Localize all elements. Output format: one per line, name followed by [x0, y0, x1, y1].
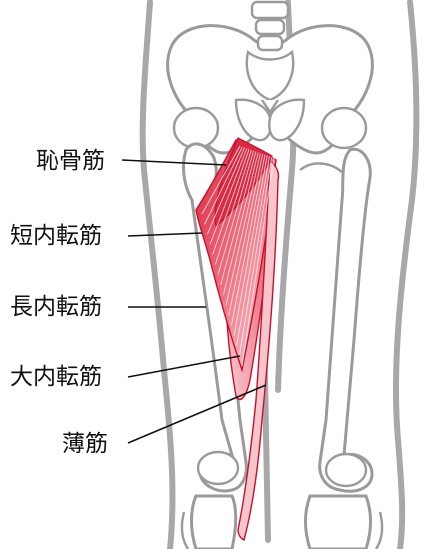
- label-adductor-magnus: 大内転筋: [10, 364, 102, 390]
- muscle-fiber: [238, 157, 273, 356]
- right-femur: [299, 147, 374, 493]
- label-adductor-longus: 長内転筋: [10, 294, 102, 320]
- label-pectineus: 恥骨筋: [36, 148, 105, 174]
- muscle-fiber: [228, 153, 264, 316]
- leader-lines: [121, 159, 267, 444]
- muscle-fiber: [241, 157, 275, 367]
- muscle-fiber: [201, 145, 241, 215]
- spine: [245, 0, 295, 115]
- adductor-longus-muscle: [195, 139, 277, 373]
- lower-legs: [180, 494, 384, 549]
- muscle-fiber: [206, 147, 245, 235]
- muscle-fiber: [222, 152, 259, 296]
- muscle-fiber: [233, 155, 268, 336]
- label-adductor-brevis: 短内転筋: [10, 223, 102, 249]
- leader-adductor-brevis: [127, 232, 203, 237]
- muscle-fiber: [220, 151, 257, 286]
- label-gracilis: 薄筋: [62, 431, 108, 457]
- muscle-fiber: [214, 149, 252, 265]
- leader-gracilis: [127, 384, 267, 444]
- muscle-fiber: [225, 153, 261, 306]
- leader-pectineus: [121, 159, 227, 166]
- muscle-fiber: [236, 156, 270, 346]
- muscle-fiber: [204, 146, 243, 225]
- gracilis-muscle: [237, 158, 280, 542]
- muscle-fiber: [230, 154, 266, 326]
- muscle-fiber: [209, 148, 248, 245]
- muscle-fiber: [212, 149, 250, 255]
- muscle-fiber: [217, 150, 255, 275]
- leader-adductor-magnus: [127, 355, 241, 378]
- adductor-muscles: [195, 137, 280, 542]
